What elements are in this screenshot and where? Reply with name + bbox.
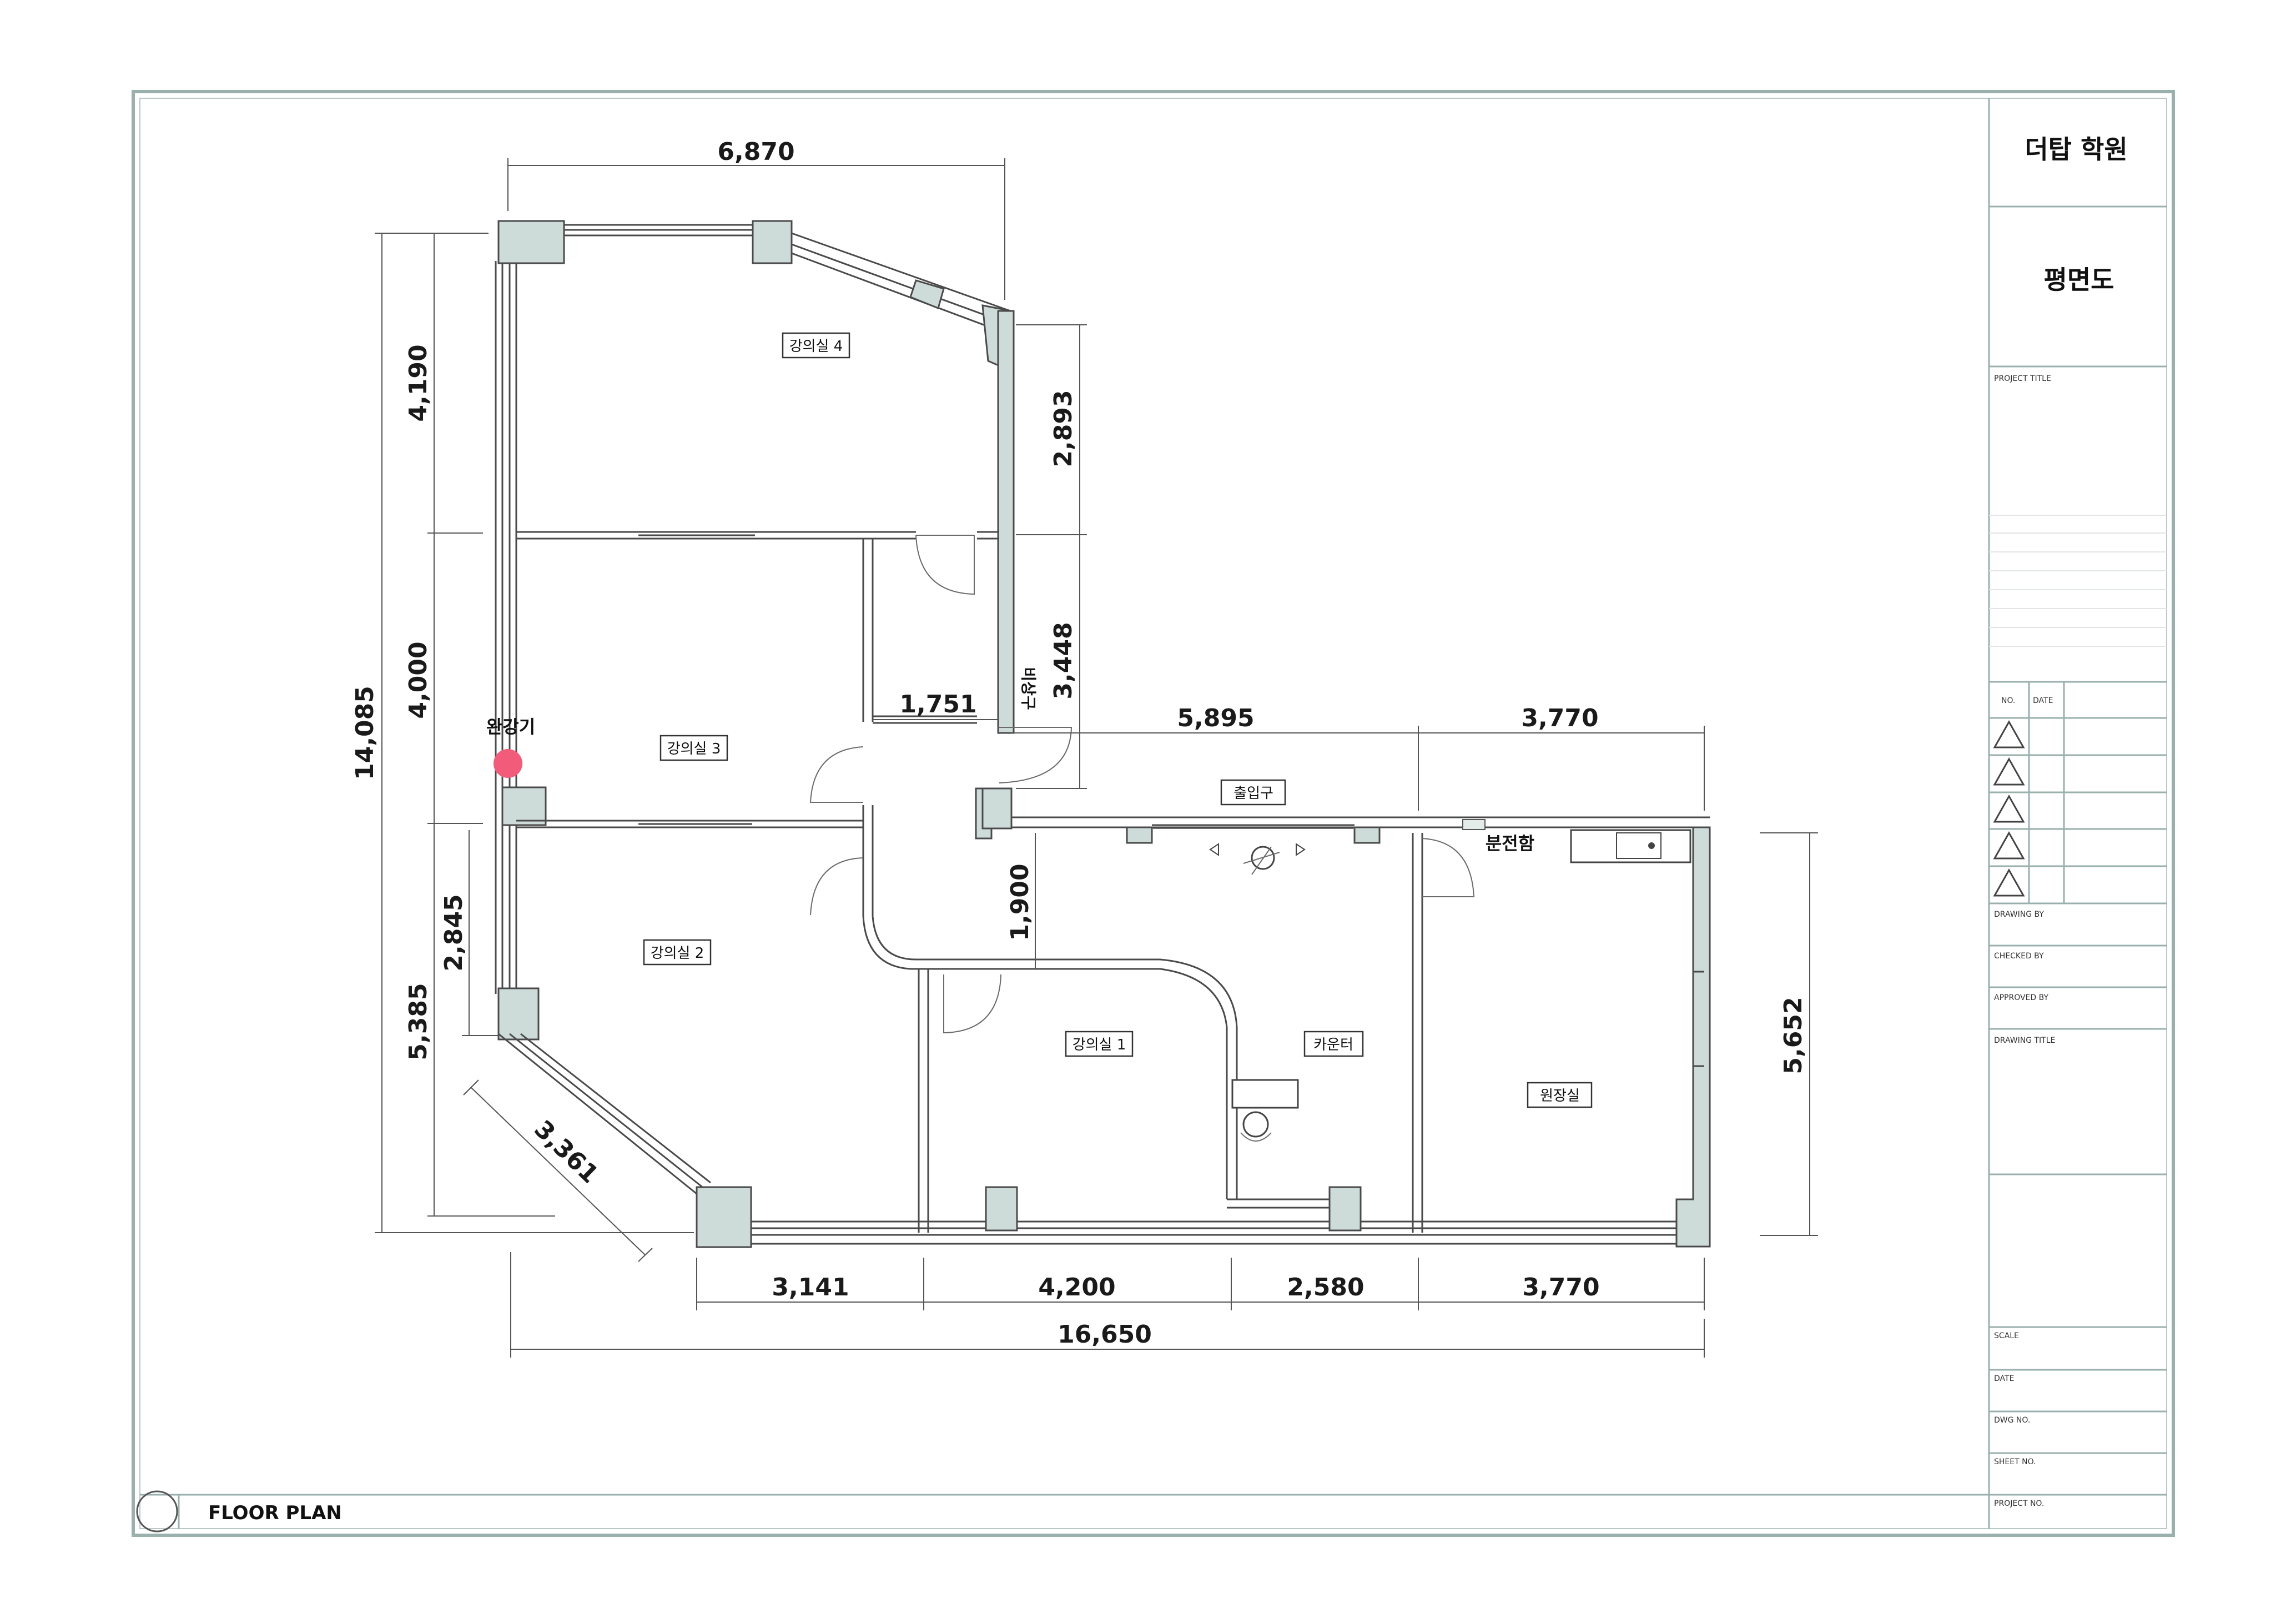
sheet-inner-frame [139,98,2167,1529]
date-label: DATE [1994,1374,2014,1383]
south-wall [751,826,1711,1248]
sink-counter [1570,829,1691,863]
dim-bottom-a: 3,141 [772,1273,849,1302]
svg-text:강의실 4: 강의실 4 [789,338,843,355]
dim-left-a: 4,190 [404,344,432,421]
sheet-frame [132,90,2175,1537]
drawing-name: 평면도 [2044,265,2114,295]
svg-text:강의실 2: 강의실 2 [651,945,704,962]
room-tag-director: 원장실 [1527,1082,1593,1108]
project-title-label: PROJECT TITLE [1994,374,2051,383]
doors [809,535,1475,1034]
upper-east-wall [975,310,1015,840]
dim-bottom-total: 16,650 [1058,1320,1152,1349]
dim-right-b: 3,448 [1049,622,1077,699]
room-tag-lecture-1: 강의실 1 [1065,1031,1134,1057]
drawing-by-label: DRAWING BY [1994,910,2044,919]
floor-plan: 완강기 [486,220,1711,1248]
dim-left-total: 14,085 [351,686,379,780]
dim-bottom-b: 4,200 [1038,1273,1115,1302]
drawing-title-label: DRAWING TITLE [1994,1036,2055,1045]
counter-desk [1231,1079,1299,1142]
dim-diagonal: 3,361 [528,1115,604,1189]
sheet-no-label: SHEET NO. [1994,1458,2036,1466]
svg-text:원장실: 원장실 [1540,1088,1580,1104]
north-circle-icon [136,1490,178,1532]
dimensions: 6,870 14,085 4,190 4,000 5,385 2,845 3,3… [351,138,1818,1358]
room-tag-counter: 카운터 [1303,1031,1364,1057]
plan-footer: FLOOR PLAN [136,1490,1989,1532]
svg-text:강의실 1: 강의실 1 [1073,1037,1126,1053]
revision-no-label: NO. [2001,696,2015,705]
title-block: 더탑 학원 평면도 PROJECT TITLE NO. DATE DRAWING… [1988,98,2167,1529]
emergency-exit-label: 비상구 [1019,667,1038,710]
arrow-left-icon [1209,843,1219,856]
dim-mid-h: 5,895 [1177,704,1254,732]
dim-corridor: 1,751 [899,690,976,718]
dim-right-a: 2,893 [1049,390,1077,467]
room-tag-lecture-3: 강의실 3 [659,735,728,761]
dim-top-width: 6,870 [717,138,794,166]
floor-plan-label: FLOOR PLAN [208,1502,342,1524]
checked-by-label: CHECKED BY [1994,952,2044,961]
svg-text:카운터: 카운터 [1313,1037,1353,1053]
electrical-panel-label: 분전함 [1486,833,1534,854]
dim-left-b: 4,000 [404,641,432,718]
room-tag-lecture-4: 강의실 4 [782,332,850,359]
dim-inner-v: 1,900 [1006,863,1034,941]
dim-bottom-d: 3,770 [1522,1273,1599,1302]
emergency-descender-marker [494,749,522,778]
project-no-label: PROJECT NO. [1994,1499,2044,1508]
arrow-right-icon [1296,843,1306,856]
dim-right-h: 3,770 [1521,704,1598,732]
svg-text:강의실 3: 강의실 3 [667,741,721,757]
dim-east-v: 5,652 [1779,997,1807,1074]
emergency-descender-label: 완강기 [486,716,535,737]
person-icon [1242,1111,1269,1138]
revision-triangles [1993,720,2025,897]
room-tag-entrance: 출입구 [1220,779,1286,806]
svg-text:출입구: 출입구 [1233,785,1273,802]
company-name: 더탑 학원 [2025,134,2127,164]
east-wing-north-wall [981,787,1710,1067]
dim-bottom-c: 2,580 [1287,1273,1364,1302]
west-wall [495,220,565,1041]
dim-left-inner: 2,845 [440,894,468,971]
electrical-panel-box [1462,819,1486,830]
partitions [516,531,1423,1233]
dim-left-c: 5,385 [404,983,432,1060]
entrance-figure [1209,843,1306,875]
dwg-no-label: DWG NO. [1994,1416,2030,1425]
southwest-wall [498,1033,752,1248]
revision-date-label: DATE [2033,696,2053,705]
room-tag-lecture-2: 강의실 2 [643,939,712,966]
approved-by-label: APPROVED BY [1994,993,2048,1002]
scale-label: SCALE [1994,1331,2019,1340]
